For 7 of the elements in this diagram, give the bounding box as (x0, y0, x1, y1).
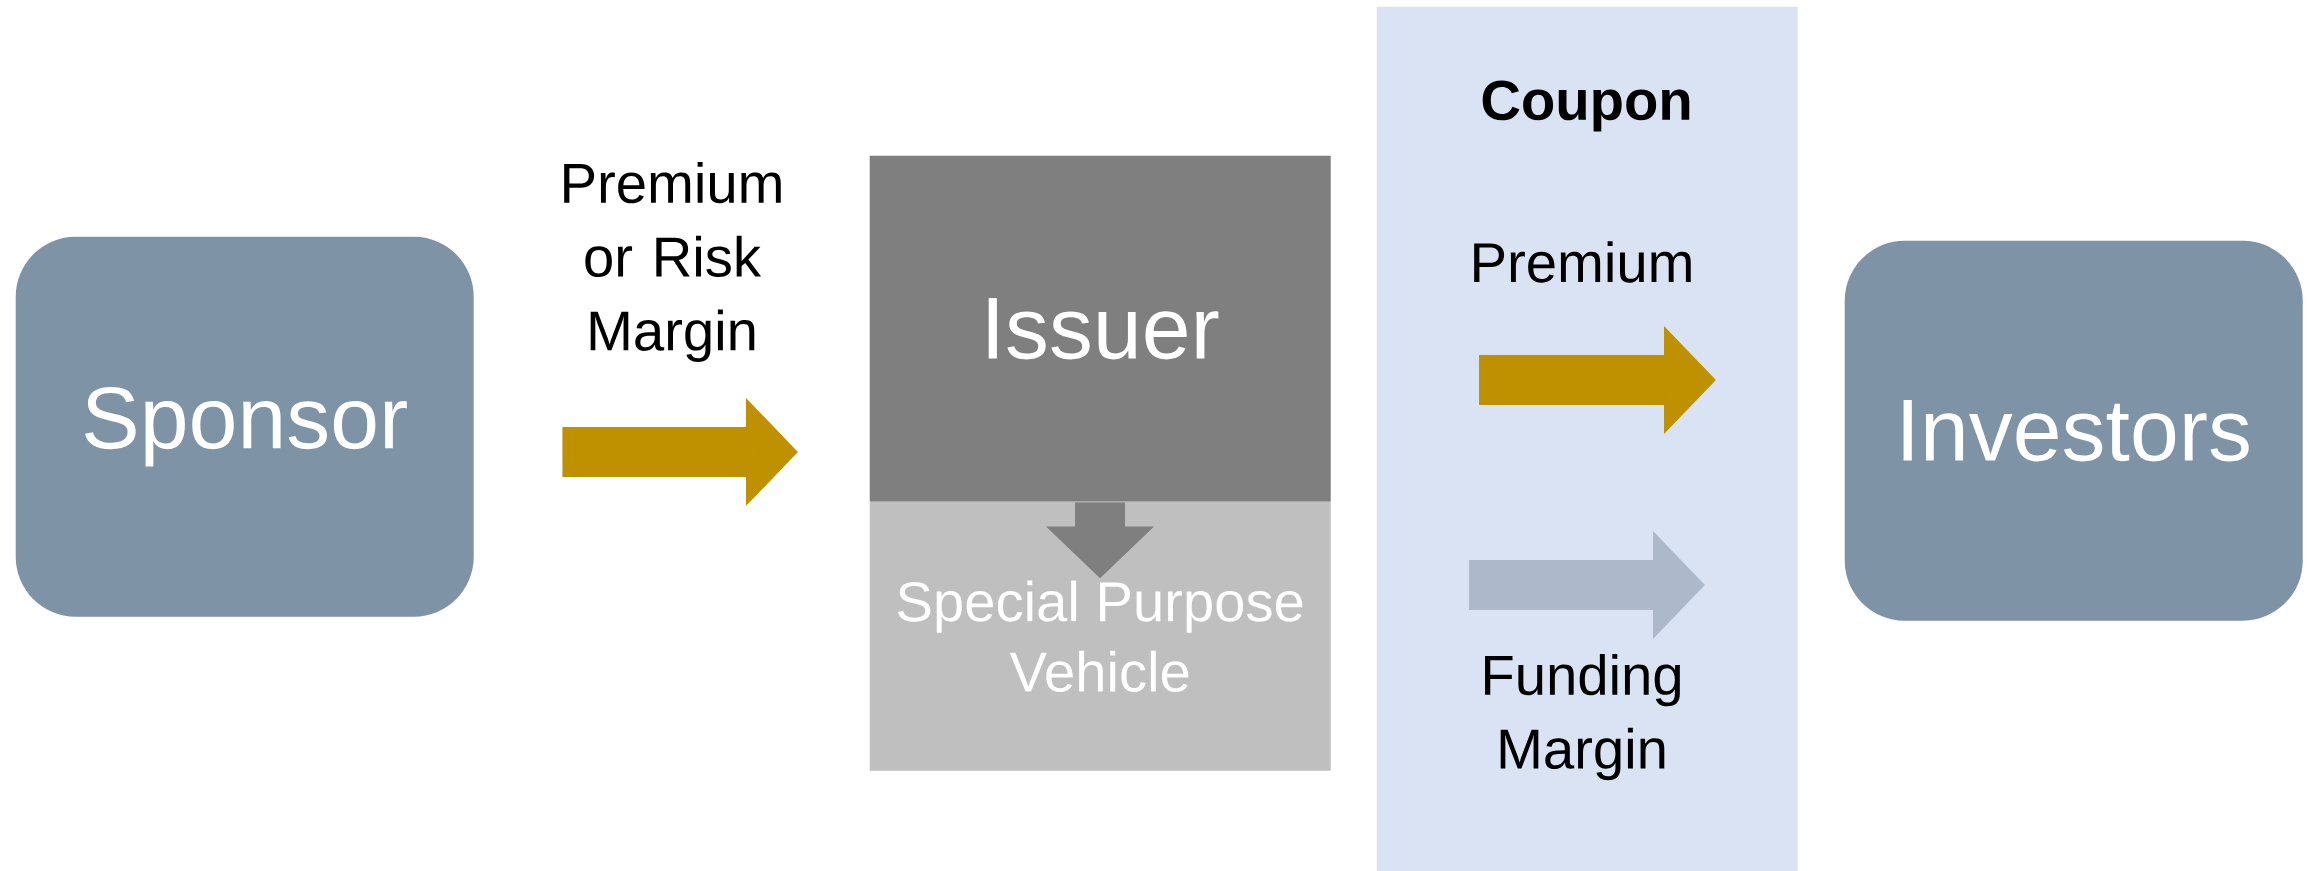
rounded-box: Sponsor (15, 236, 474, 617)
process-box: Special Purpose Vehicle (869, 501, 1331, 771)
rounded-box: Investors (1844, 240, 2303, 621)
edge-label: Premium (1474, 241, 1691, 283)
edge-label: Premium or Risk Margin (564, 162, 781, 363)
process-box: Issuer (869, 155, 1331, 502)
edge-label: Funding Margin (1485, 653, 1680, 781)
